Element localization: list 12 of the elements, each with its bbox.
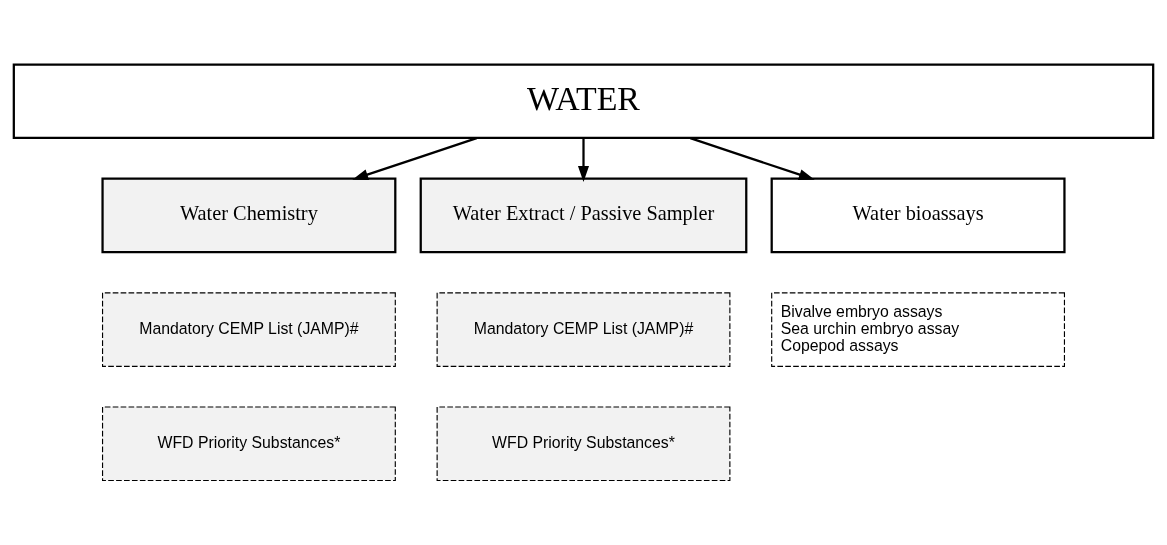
arrow	[352, 137, 478, 180]
node-box: WATER	[12, 63, 1155, 140]
node-box: WFD Priority Substances*	[436, 406, 731, 482]
node-box: Water Extract / Passive Sampler	[419, 177, 748, 254]
arrow	[689, 137, 815, 180]
node-box: Water bioassays	[770, 177, 1066, 254]
node-box: Mandatory CEMP List (JAMP)#	[436, 292, 731, 367]
arrow	[577, 138, 590, 182]
node-box: WFD Priority Substances*	[102, 406, 396, 482]
node-box: Bivalve embryo assays Sea urchin embryo assay Copepod assays	[771, 292, 1065, 367]
node-box: Mandatory CEMP List (JAMP)#	[102, 292, 396, 367]
node-box: Water Chemistry	[101, 177, 397, 254]
